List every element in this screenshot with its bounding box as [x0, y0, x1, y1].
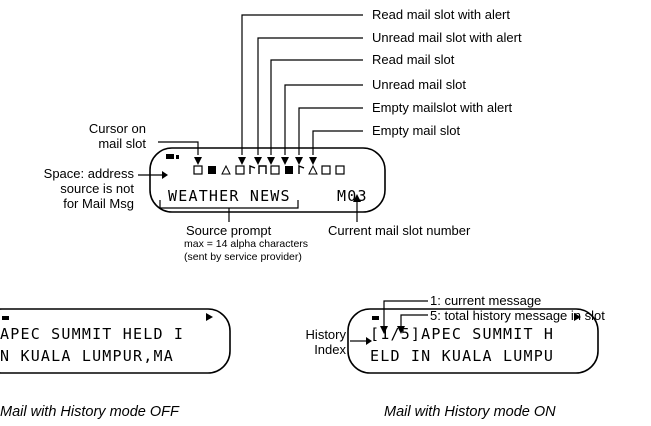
history-off-frame: [0, 308, 231, 374]
label-current-msg: 1: current message: [430, 293, 542, 308]
empty-alert-icon: [221, 164, 231, 175]
label-slot-number: Current mail slot number: [328, 223, 471, 238]
main-display-slot: M03: [337, 187, 368, 205]
unread-mail-icon: [270, 165, 280, 175]
label-space: Space: address source is not for Mail Ms…: [14, 166, 134, 211]
main-display-frame: [149, 147, 386, 213]
arrow-total-msg: [397, 326, 405, 334]
history-off-line2: N KUALA LUMPUR,MA: [0, 347, 174, 365]
main-display-text: WEATHER NEWS: [168, 187, 291, 205]
history-off-caption: Mail with History mode OFF: [0, 404, 179, 420]
label-unread-alert: Unread mail slot with alert: [372, 30, 522, 45]
label-history-line1: History: [305, 327, 346, 342]
leader-cursor: [158, 141, 199, 155]
main-icon-row: [166, 154, 345, 175]
leader-empty-alert: [298, 107, 363, 155]
label-cursor-line1: Cursor on: [88, 121, 146, 136]
label-empty-alert: Empty mailslot with alert: [372, 100, 513, 115]
empty-slot-icon: [308, 164, 318, 175]
cursor-block-icon: [208, 166, 216, 174]
arrow-slot: [353, 194, 361, 202]
history-on-frame: [347, 308, 599, 374]
bell-icon: [249, 164, 256, 174]
leader-current-msg: [383, 300, 428, 326]
arrow-current-msg: [380, 326, 388, 334]
speaker-icon: [372, 316, 379, 320]
label-cursor-line2: mail slot: [98, 136, 146, 151]
read-mail-icon: [285, 166, 293, 174]
label-read: Read mail slot: [372, 52, 455, 67]
arrow-history-index: [366, 337, 372, 345]
arrow-empty: [309, 157, 317, 165]
leader-unread-alert: [257, 37, 363, 155]
label-history-line2: Index: [314, 342, 346, 357]
history-off-line1: APEC SUMMIT HELD I: [0, 325, 185, 343]
play-icon: [574, 313, 581, 321]
arrow-cursor: [194, 157, 202, 165]
label-read-alert: Read mail slot with alert: [372, 7, 510, 22]
label-total-msg: 5: total history message in slot: [430, 308, 605, 323]
label-source: Source prompt: [186, 223, 272, 238]
leader-total-msg: [400, 314, 428, 326]
label-source-note1: max = 14 alpha characters: [184, 238, 309, 250]
history-on-caption: Mail with History mode ON: [384, 404, 556, 420]
leader-empty: [312, 130, 363, 155]
unread-mail-icon: [321, 165, 331, 175]
label-source-block: Source prompt max = 14 alpha characters …: [184, 223, 354, 264]
label-cursor: Cursor on mail slot: [84, 121, 146, 151]
label-unread: Unread mail slot: [372, 77, 466, 92]
label-empty: Empty mail slot: [372, 123, 461, 138]
label-source-note2: (sent by service provider): [184, 251, 302, 263]
leader-read: [270, 59, 363, 155]
arrow-space: [162, 171, 168, 179]
arrow-unread-alert: [254, 157, 262, 165]
arrow-unread: [281, 157, 289, 165]
arrow-empty-alert: [295, 157, 303, 165]
label-space-line2: source is not: [60, 181, 134, 196]
unread-mail-icon: [335, 165, 345, 175]
arrow-read: [267, 157, 275, 165]
play-icon: [206, 313, 213, 321]
bell-icon: [298, 164, 305, 174]
unread-mail-icon: [193, 165, 203, 175]
leader-read-alert: [241, 14, 363, 155]
speaker-icon: [2, 316, 9, 320]
unread-mail-icon: [235, 165, 245, 175]
label-space-line1: Space: address: [43, 166, 134, 181]
double-note-icon: [258, 165, 267, 174]
arrow-read-alert: [238, 157, 246, 165]
history-on-line2: ELD IN KUALA LUMPU: [370, 347, 555, 365]
leader-unread: [284, 84, 363, 155]
label-space-line3: for Mail Msg: [63, 196, 134, 211]
speaker-icon-tip: [176, 155, 179, 159]
history-on-line1: [1/5]APEC SUMMIT H: [370, 325, 555, 343]
label-history-index: History Index: [296, 327, 346, 357]
speaker-icon: [166, 154, 174, 159]
